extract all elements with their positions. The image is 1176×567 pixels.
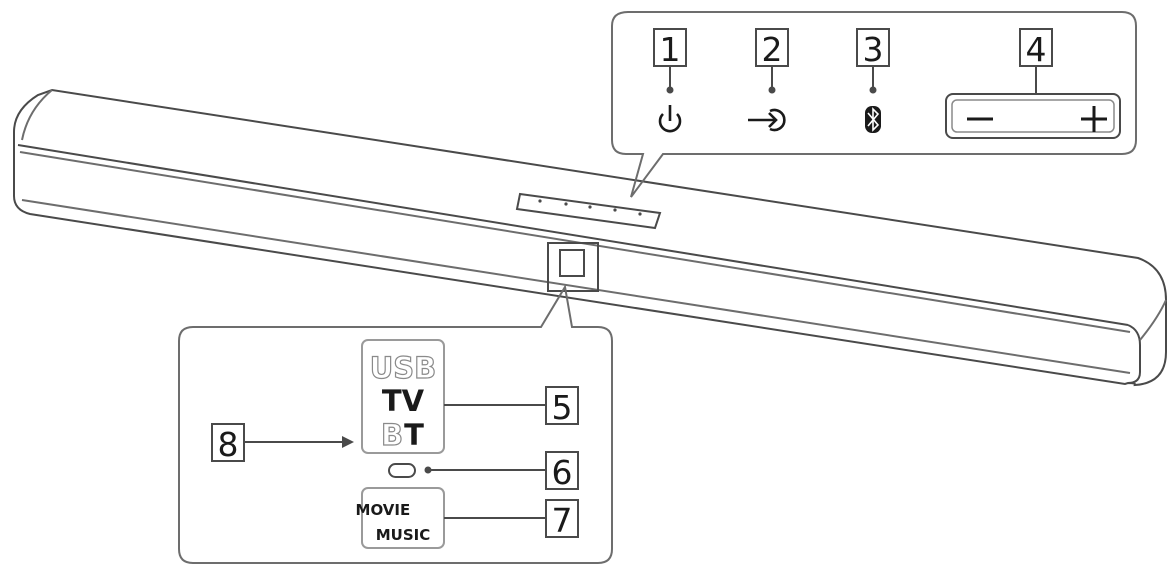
volume-plus-button[interactable]	[1081, 106, 1107, 132]
callout-number-4: 4	[1026, 30, 1047, 69]
top-button-strip	[515, 192, 662, 230]
tv-indicator: TV	[382, 384, 425, 418]
callout-number-3: 3	[863, 30, 884, 69]
power-icon[interactable]	[658, 105, 682, 133]
volume-rocker	[945, 93, 1121, 139]
bottom-panel: USB TV B T 5 8 6 MOVI E MUSIC	[178, 284, 613, 564]
callout-volume: 4	[1019, 28, 1053, 93]
front-display-window	[559, 249, 585, 277]
callout-number-8: 8	[218, 425, 239, 464]
callout-8-arrow	[342, 436, 354, 448]
bluetooth-icon[interactable]	[865, 106, 881, 133]
bt-indicator: B T	[380, 417, 424, 452]
callout-number-2: 2	[762, 30, 783, 69]
input-icon[interactable]	[748, 108, 786, 132]
usb-indicator: USB	[370, 351, 437, 385]
callout-number-6: 6	[552, 453, 573, 492]
top-button-dots	[538, 199, 642, 216]
bt-indicator-b: B	[381, 418, 403, 452]
soundbar-body	[13, 88, 1167, 387]
music-indicator: MUSIC	[376, 526, 431, 544]
mode-indicators: MOVI E MUSIC	[356, 487, 445, 549]
movie-indicator: MOVI E	[356, 501, 411, 519]
movie-indicator-b: E	[400, 501, 410, 519]
indicator-led	[388, 463, 416, 478]
bt-indicator-t: T	[404, 418, 424, 452]
callout-power: 1	[653, 28, 687, 94]
front-display-housing	[547, 242, 599, 292]
movie-indicator-a: MOVI	[356, 501, 400, 519]
callout-input: 2	[755, 28, 789, 94]
callout-number-5: 5	[552, 388, 573, 427]
top-panel: 1 2 3	[611, 11, 1137, 198]
callout-number-1: 1	[660, 30, 681, 69]
callout-bluetooth: 3	[856, 28, 890, 94]
display-indicators: USB TV B T	[361, 339, 445, 454]
callout-number-7: 7	[552, 501, 573, 540]
